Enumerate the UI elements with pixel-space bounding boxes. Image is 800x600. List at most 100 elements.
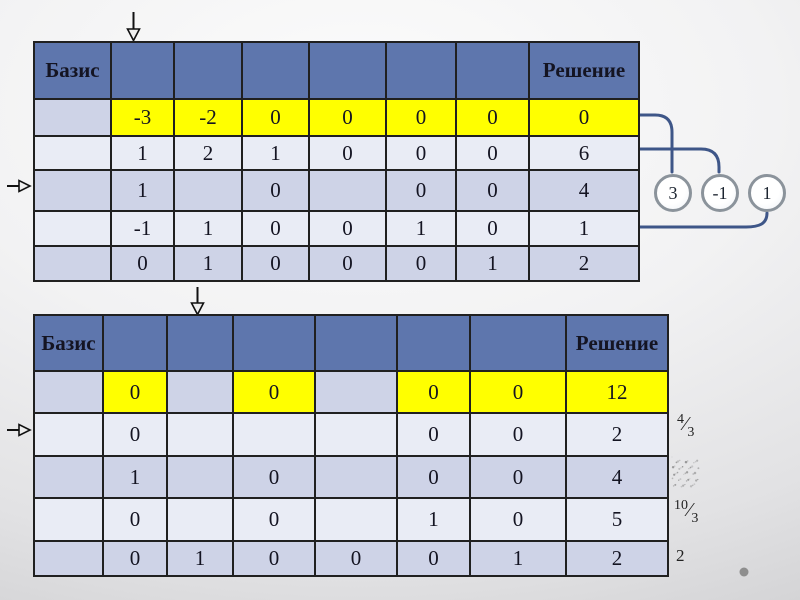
table-cell: 4: [565, 455, 669, 499]
table-cell: [314, 370, 398, 414]
table-cell: 1: [241, 135, 310, 171]
highlighted-cell: 0: [241, 98, 310, 137]
fraction-slash: ⁄: [684, 413, 688, 435]
table-cell: [33, 455, 104, 499]
table-cell: [314, 412, 398, 457]
table-cell: [166, 412, 234, 457]
table-cell: 0: [102, 412, 168, 457]
table-cell: 0: [102, 497, 168, 542]
table-cell: [308, 169, 387, 212]
table-cell: 0: [396, 455, 471, 499]
table-cell: [232, 412, 316, 457]
pivot-row-arrow-table1: [7, 179, 32, 193]
pivot-value-label: 3: [668, 182, 678, 203]
highlighted-cell: 0: [528, 98, 640, 137]
table-cell: [33, 412, 104, 457]
pivot-value-label: 1: [762, 182, 772, 203]
highlighted-cell: 0: [102, 370, 168, 414]
table-cell: 0: [385, 169, 457, 212]
pivot-value-circle-2: -1: [701, 174, 739, 212]
highlighted-cell: 0: [396, 370, 471, 414]
table-cell: 0: [102, 540, 168, 577]
blank-header-cell: [396, 314, 471, 372]
highlighted-cell: -2: [173, 98, 243, 137]
table-cell: [33, 540, 104, 577]
table-cell: 0: [241, 245, 310, 282]
table-cell: -1: [110, 210, 175, 247]
ratio-annotation-row4: 2: [676, 547, 685, 564]
table-cell: 0: [469, 497, 567, 542]
table-cell: [33, 98, 112, 137]
ratio-denominator: 3: [687, 425, 695, 440]
connector-row1-to-circle-minus1: [637, 147, 721, 174]
table-cell: [33, 210, 112, 247]
table-cell: 0: [469, 455, 567, 499]
connector-objective-row-to-circle-3: [637, 113, 674, 174]
solution-header-cell: Решение: [528, 41, 640, 100]
table-cell: [166, 497, 234, 542]
highlighted-cell: 12: [565, 370, 669, 414]
table-cell: 2: [565, 412, 669, 457]
highlighted-cell: 0: [455, 98, 530, 137]
blank-header-cell: [308, 41, 387, 100]
table-cell: 2: [528, 245, 640, 282]
pivot-column-arrow-table2: [190, 287, 205, 317]
ratio-numerator: 4: [677, 412, 684, 427]
highlighted-cell: 0: [232, 370, 316, 414]
blank-header-cell: [166, 314, 234, 372]
table-cell: 0: [308, 210, 387, 247]
solution-header-cell: Решение: [565, 314, 669, 372]
table-cell: [33, 497, 104, 542]
table-cell: 0: [385, 135, 457, 171]
ratio-annotation-row3: 10⁄3: [674, 499, 698, 526]
blank-header-cell: [314, 314, 398, 372]
table-cell: 1: [385, 210, 457, 247]
table-cell: 0: [308, 135, 387, 171]
pivot-row-arrow-table2: [7, 423, 32, 437]
table-cell: 0: [308, 245, 387, 282]
table-cell: [166, 370, 234, 414]
table-cell: 0: [396, 412, 471, 457]
ratio-denominator: 3: [691, 511, 699, 526]
table-cell: 1: [110, 135, 175, 171]
table-cell: 0: [385, 245, 457, 282]
table-cell: 0: [232, 540, 316, 577]
table-cell: 6: [528, 135, 640, 171]
blank-header-cell: [110, 41, 175, 100]
table-cell: 0: [110, 245, 175, 282]
table-cell: 1: [396, 497, 471, 542]
blank-header-cell: [102, 314, 168, 372]
highlighted-cell: 0: [308, 98, 387, 137]
highlighted-cell: 0: [385, 98, 457, 137]
pivot-value-label: -1: [712, 182, 728, 203]
blank-header-cell: [385, 41, 457, 100]
table-cell: [314, 497, 398, 542]
table-cell: 1: [455, 245, 530, 282]
blank-header-cell: [241, 41, 310, 100]
pivot-value-circle-3: 1: [748, 174, 786, 212]
table-cell: 1: [110, 169, 175, 212]
table-cell: 0: [241, 169, 310, 212]
table-cell: [173, 169, 243, 212]
table-cell: 2: [173, 135, 243, 171]
connector-circle-1-to-row3: [637, 211, 769, 229]
table-cell: [314, 455, 398, 499]
table-cell: 0: [455, 210, 530, 247]
pivot-value-circle-1: 3: [654, 174, 692, 212]
basis-header-cell: Базис: [33, 314, 104, 372]
bullet-dot: [739, 567, 749, 577]
blank-header-cell: [455, 41, 530, 100]
table-cell: 2: [565, 540, 669, 577]
table-cell: 5: [565, 497, 669, 542]
table-cell: 1: [173, 210, 243, 247]
table-cell: 0: [396, 540, 471, 577]
blank-header-cell: [173, 41, 243, 100]
